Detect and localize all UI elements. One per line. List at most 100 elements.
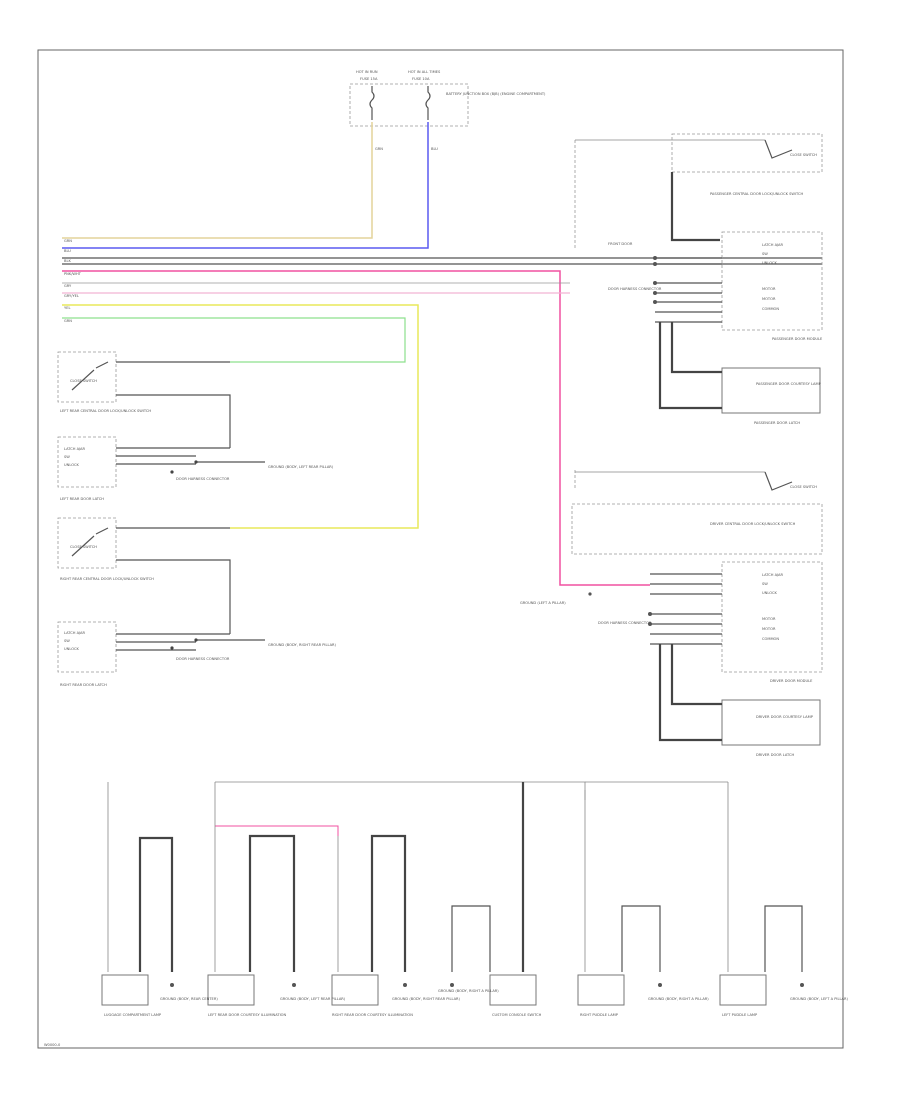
drv-latch-line0: LATCH AJAR bbox=[762, 573, 784, 577]
rr-latch-box bbox=[57, 621, 117, 673]
pass-lamp-wires bbox=[658, 322, 722, 410]
footer-code: W0000-0 bbox=[44, 1043, 61, 1047]
bus-yellow bbox=[62, 304, 419, 529]
drv-module-box bbox=[721, 561, 823, 673]
comp1-box bbox=[101, 974, 149, 1006]
comp1-ground: GROUND (BODY, REAR CENTER) bbox=[160, 997, 218, 1001]
diagram-frame bbox=[37, 49, 844, 1049]
comp1-loop bbox=[138, 836, 174, 972]
drv-plug-1 bbox=[648, 612, 652, 616]
rr-switch-label: RIGHT REAR CENTRAL DOOR LOCK/UNLOCK SWIT… bbox=[60, 577, 154, 581]
pass-plug-4 bbox=[653, 291, 657, 295]
pass-module-label: PASSENGER DOOR MODULE bbox=[772, 337, 823, 341]
drv-motor-line1: MOTOR bbox=[762, 627, 776, 631]
pass-plug-3 bbox=[653, 281, 657, 285]
bus-label-4: GRY bbox=[64, 284, 72, 288]
drv-motor-line2: COMMON bbox=[762, 637, 779, 641]
comp4-ground: GROUND (BODY, RIGHT A PILLAR) bbox=[438, 989, 499, 993]
comp3-box bbox=[331, 974, 379, 1006]
drv-plug-3 bbox=[588, 592, 592, 596]
comp4-name: CUSTOM CONSOLE SWITCH bbox=[492, 1013, 542, 1017]
pass-latch-label: PASSENGER DOOR LATCH bbox=[754, 421, 800, 425]
wire-blue-feed bbox=[62, 122, 429, 249]
pass-plug-5 bbox=[653, 300, 657, 304]
comp3-ground: GROUND (BODY, RIGHT REAR PILLAR) bbox=[392, 997, 461, 1001]
lr-door-label: LEFT REAR DOOR LATCH bbox=[60, 497, 104, 501]
rr-latch-wires bbox=[116, 633, 265, 651]
pass-plug-2 bbox=[653, 262, 657, 266]
drv-plug-2 bbox=[648, 622, 652, 626]
lr-switch-label: LEFT REAR CENTRAL DOOR LOCK/UNLOCK SWITC… bbox=[60, 409, 151, 413]
drv-connector: DOOR HARNESS CONNECTOR bbox=[598, 621, 652, 625]
pass-motor-line2: COMMON bbox=[762, 307, 779, 311]
comp4-box bbox=[489, 974, 537, 1006]
comp6-box bbox=[719, 974, 767, 1006]
bottom-section: LUGGAGE COMPARTMENT LAMP GROUND (BODY, R… bbox=[101, 781, 849, 1017]
rr-door-label: RIGHT REAR DOOR LATCH bbox=[60, 683, 107, 687]
comp2-loop bbox=[248, 834, 296, 972]
comp2-box bbox=[207, 974, 255, 1006]
bus-label-2: BLK bbox=[64, 259, 71, 263]
pass-latch-line2: UNLOCK bbox=[762, 261, 778, 265]
bus-label-6: YEL bbox=[64, 306, 70, 310]
bus-label-7: GRN bbox=[64, 319, 72, 323]
pass-latch-line0: LATCH AJAR bbox=[762, 243, 784, 247]
fuse-left-label: HOT IN RUN bbox=[356, 70, 378, 74]
comp5-name: RIGHT PUDDLE LAMP bbox=[580, 1013, 619, 1017]
comp5-loop bbox=[621, 905, 661, 972]
rr-latch-line2: UNLOCK bbox=[64, 647, 80, 651]
pass-motor-line0: MOTOR bbox=[762, 287, 776, 291]
pass-module-box bbox=[721, 231, 823, 331]
fuse-right-symbol bbox=[425, 86, 431, 120]
drv-switch-boxline bbox=[571, 503, 823, 555]
comp6-loop bbox=[764, 905, 803, 972]
lr-latch-line2: UNLOCK bbox=[64, 463, 80, 467]
drv-lamp-label: DRIVER DOOR COURTESY LAMP bbox=[756, 715, 814, 719]
pass-switch-symbol bbox=[764, 139, 793, 159]
gnd-plug-3 bbox=[403, 983, 407, 987]
drv-switch-label: DRIVER CENTRAL DOOR LOCK/UNLOCK SWITCH bbox=[710, 522, 796, 526]
lr-latch-dot bbox=[194, 460, 198, 464]
bus-pink bbox=[62, 270, 650, 586]
lr-latch-line1: SW bbox=[64, 455, 70, 459]
comp5-ground: GROUND (BODY, RIGHT A PILLAR) bbox=[648, 997, 709, 1001]
rr-switch-symbol bbox=[71, 527, 109, 557]
comp3-name: RIGHT REAR DOOR COURTESY ILLUMINATION bbox=[332, 1013, 413, 1017]
gnd-plug-5 bbox=[658, 983, 662, 987]
comp4-loop bbox=[451, 905, 491, 972]
bottom-run bbox=[215, 781, 586, 800]
lr-switch-symbol bbox=[71, 361, 109, 391]
tag-blue-feed: BLU bbox=[431, 147, 438, 151]
comp6-name: LEFT PUDDLE LAMP bbox=[722, 1013, 758, 1017]
comp2-name: LEFT REAR DOOR COURTESY ILLUMINATION bbox=[208, 1013, 286, 1017]
rr-connector-label: DOOR HARNESS CONNECTOR bbox=[176, 657, 230, 661]
drv-switch-symbol bbox=[764, 471, 793, 491]
main-bus: GRN BLU BLK PNK/WHT GRY GRY/YEL YEL GRN bbox=[62, 239, 822, 586]
drv-close-switch: CLOSE SWITCH bbox=[790, 485, 817, 489]
pass-plug-1 bbox=[653, 256, 657, 260]
fuse-left-sub: FUSE 15A bbox=[360, 77, 378, 81]
bus-label-0: GRN bbox=[64, 239, 72, 243]
gnd-plug-2 bbox=[292, 983, 296, 987]
lr-switch-close: CLOSE SWITCH bbox=[70, 379, 97, 383]
left-rear-group: CLOSE SWITCH LEFT REAR CENTRAL DOOR LOCK… bbox=[57, 351, 334, 501]
lr-latch-box bbox=[57, 436, 117, 488]
wire-tan-feed bbox=[62, 122, 373, 239]
rr-switch-close: CLOSE SWITCH bbox=[70, 545, 97, 549]
drv-latch-line1: SW bbox=[762, 582, 768, 586]
bus-label-5: GRY/YEL bbox=[64, 294, 79, 298]
tag-tan-feed: GRN bbox=[375, 147, 383, 151]
drv-lamp-wires bbox=[658, 644, 722, 742]
rr-ground-label: GROUND (BODY, RIGHT REAR PILLAR) bbox=[268, 643, 337, 647]
drv-module-label: DRIVER DOOR MODULE bbox=[770, 679, 813, 683]
lr-conn-dot bbox=[170, 470, 174, 474]
comp1-name: LUGGAGE COMPARTMENT LAMP bbox=[104, 1013, 162, 1017]
drv-latch-label: DRIVER DOOR LATCH bbox=[756, 753, 795, 757]
drv-motor-line0: MOTOR bbox=[762, 617, 776, 621]
pass-front-door: FRONT DOOR bbox=[608, 242, 633, 246]
pass-lamp-label: PASSENGER DOOR COURTESY LAMP bbox=[756, 382, 822, 386]
rr-conn-dot bbox=[170, 646, 174, 650]
lr-connector-label: DOOR HARNESS CONNECTOR bbox=[176, 477, 230, 481]
fuse-left-symbol bbox=[369, 86, 375, 120]
drv-latch-line2: UNLOCK bbox=[762, 591, 778, 595]
